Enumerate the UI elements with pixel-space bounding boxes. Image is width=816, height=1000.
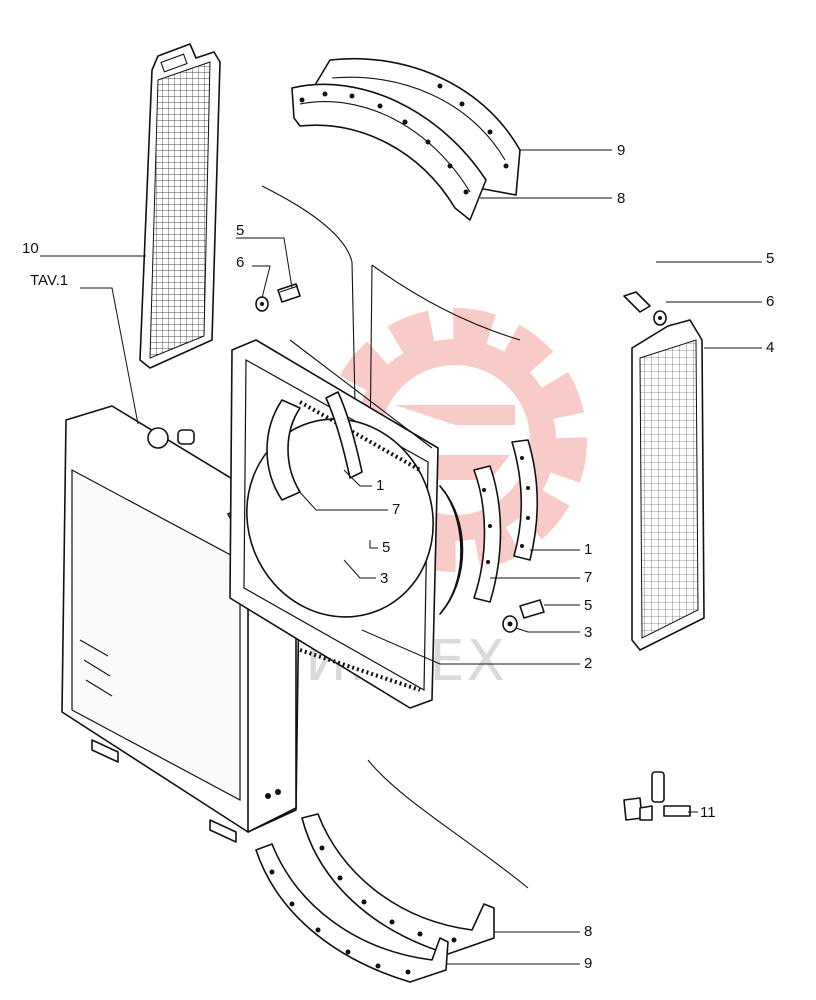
callout-1-right: 1	[584, 541, 592, 558]
callout-10: 10	[22, 240, 39, 257]
ring-segment-1-center	[325, 391, 363, 479]
ring-segment-1-right	[511, 439, 539, 561]
callout-7-center: 7	[392, 501, 400, 518]
callout-11: 11	[700, 804, 716, 821]
callout-1-center: 1	[376, 477, 384, 494]
mesh-screen-right	[631, 319, 705, 651]
callout-5-lower: 5	[584, 597, 592, 614]
callout-2: 2	[584, 655, 592, 672]
mesh-screen-left	[139, 43, 221, 369]
callout-labels: 10 TAV.1 9 8 5 6 5 6 4 1 7 5 3 1 7 5 3 2…	[22, 142, 774, 972]
callout-6-upper-left: 6	[236, 254, 244, 271]
callout-3-lower: 3	[584, 624, 592, 641]
callout-9-top: 9	[617, 142, 625, 159]
callout-5-upper-left: 5	[236, 222, 244, 239]
bolt-5-lower	[502, 599, 545, 633]
callout-5-center: 5	[382, 539, 390, 556]
lower-shroud-9	[255, 843, 449, 983]
callout-6-right: 6	[766, 293, 774, 310]
ring-half-right	[439, 485, 464, 615]
callout-3-center: 3	[380, 570, 388, 587]
callout-8-top: 8	[617, 190, 625, 207]
clip-set-11	[623, 771, 691, 821]
ring-segment-7-center	[266, 399, 301, 501]
callout-4: 4	[766, 339, 774, 356]
ring-segment-7-right	[473, 465, 502, 603]
upper-shroud-8	[291, 83, 509, 221]
bolt-5-right	[623, 291, 667, 326]
callout-7-right: 7	[584, 569, 592, 586]
bolt-5-upper-left	[255, 283, 301, 312]
callout-tav1: TAV.1	[30, 272, 68, 289]
leader-lines	[40, 149, 762, 965]
lower-shroud-8	[301, 813, 495, 955]
callout-5-right: 5	[766, 250, 774, 267]
callout-9-bottom: 9	[584, 955, 592, 972]
callout-8-bottom: 8	[584, 923, 592, 940]
